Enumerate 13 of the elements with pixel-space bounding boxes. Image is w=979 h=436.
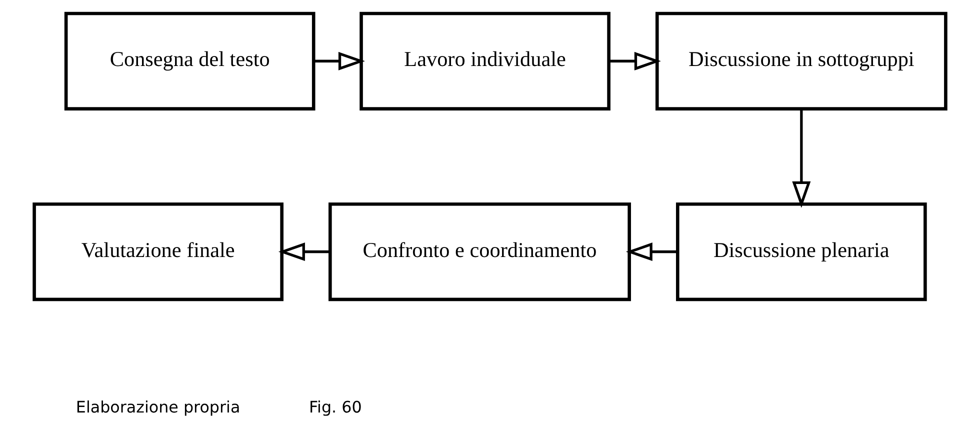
node-box: Lavoro individuale [359,12,610,110]
arrow [278,242,330,262]
node-box: Consegna del testo [64,12,315,110]
arrow [608,52,660,70]
arrow [313,52,364,70]
label: Fig. 60 [308,398,362,417]
node-box: Discussione plenaria [676,202,926,302]
arrow [792,108,810,208]
node-box: Discussione in sottogruppi [654,12,947,110]
arrow [625,242,677,262]
label: Elaborazione propria [75,398,240,417]
node-box: Confronto e coordinamento [328,202,630,302]
node-box: Valutazione finale [32,202,283,302]
